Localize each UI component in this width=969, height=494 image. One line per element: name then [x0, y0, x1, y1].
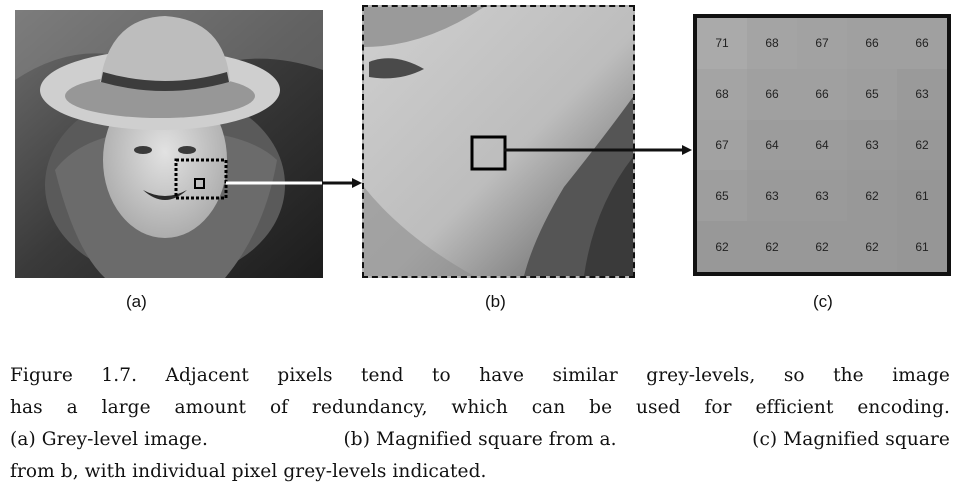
pixel-cell: 61 — [897, 221, 947, 272]
caption-word: be — [589, 397, 613, 418]
caption-word: can — [531, 397, 566, 418]
caption-line-2: has a large amount of redundancy, which can be us… — [10, 392, 950, 424]
pixel-cell: 68 — [697, 68, 747, 120]
pixel-cell: 62 — [747, 221, 797, 272]
caption-word: for — [704, 397, 732, 418]
caption-word: image — [892, 365, 950, 386]
pixel-cell: 62 — [847, 221, 897, 272]
caption-word: (b) Magnified square from a. — [343, 429, 617, 450]
caption-word: of — [269, 397, 289, 418]
grey-level-photo — [15, 10, 323, 278]
caption-word: encoding. — [857, 397, 950, 418]
pixel-cell: 62 — [847, 170, 897, 222]
magnified-square-b — [362, 5, 635, 278]
caption-word: tend — [361, 365, 404, 386]
caption-word: efficient — [755, 397, 834, 418]
pixel-cell: 66 — [747, 68, 797, 120]
caption-word: grey-levels, — [646, 365, 756, 386]
pixel-cell: 62 — [797, 221, 847, 272]
caption-word: 1.7. — [101, 365, 138, 386]
caption-line-1: Figure 1.7. Adjacent pixels tend to have simila… — [10, 360, 950, 392]
caption-word: which — [451, 397, 508, 418]
pixel-cell: 61 — [897, 170, 947, 222]
caption-word: (a) Grey-level image. — [10, 429, 208, 450]
caption-word: (c) Magnified square — [752, 429, 950, 450]
portrait-illustration — [15, 10, 323, 278]
arrow-b-to-c — [504, 145, 692, 155]
pixel-cell: 71 — [697, 18, 747, 69]
caption-word: large — [101, 397, 151, 418]
pixel-cell: 67 — [697, 119, 747, 171]
magnified-face-illustration — [364, 7, 633, 276]
caption-word: has — [10, 397, 43, 418]
caption-word: Adjacent — [165, 365, 249, 386]
caption-word: similar — [552, 365, 618, 386]
panel-label-a: (a) — [126, 292, 147, 311]
pixel-cell: 68 — [747, 18, 797, 69]
caption-word: so — [783, 365, 805, 386]
pixel-cell: 66 — [897, 18, 947, 69]
pixel-cell: 62 — [897, 119, 947, 171]
pixel-cell: 63 — [847, 119, 897, 171]
caption-line-4: from b, with individual pixel grey-level… — [10, 461, 487, 482]
pixel-cell: 66 — [847, 18, 897, 69]
panel-label-c: (c) — [813, 292, 833, 311]
panel-label-b: (b) — [485, 292, 506, 311]
caption-word: to — [432, 365, 451, 386]
pixel-cell: 63 — [797, 170, 847, 222]
caption-word: amount — [174, 397, 247, 418]
pixel-cell: 65 — [697, 170, 747, 222]
caption-word: used — [636, 397, 681, 418]
caption-line-3: (a) Grey-level image. (b) Magnified squar… — [10, 424, 950, 456]
pixel-cell: 67 — [797, 18, 847, 69]
pixel-cell: 62 — [697, 221, 747, 272]
caption-word: the — [833, 365, 864, 386]
caption-word: have — [479, 365, 524, 386]
caption-word: a — [66, 397, 78, 418]
caption-word: pixels — [277, 365, 333, 386]
pixel-cell: 64 — [747, 119, 797, 171]
pixel-cell: 64 — [797, 119, 847, 171]
pixel-cell: 63 — [747, 170, 797, 222]
caption-word: redundancy, — [311, 397, 428, 418]
pixel-cell: 66 — [797, 68, 847, 120]
pixel-cell: 63 — [897, 68, 947, 120]
figure-caption: Figure 1.7. Adjacent pixels tend to have simila… — [10, 360, 950, 488]
pixel-cell: 65 — [847, 68, 897, 120]
caption-word: Figure — [10, 365, 73, 386]
arrow-a-to-b — [226, 178, 362, 188]
